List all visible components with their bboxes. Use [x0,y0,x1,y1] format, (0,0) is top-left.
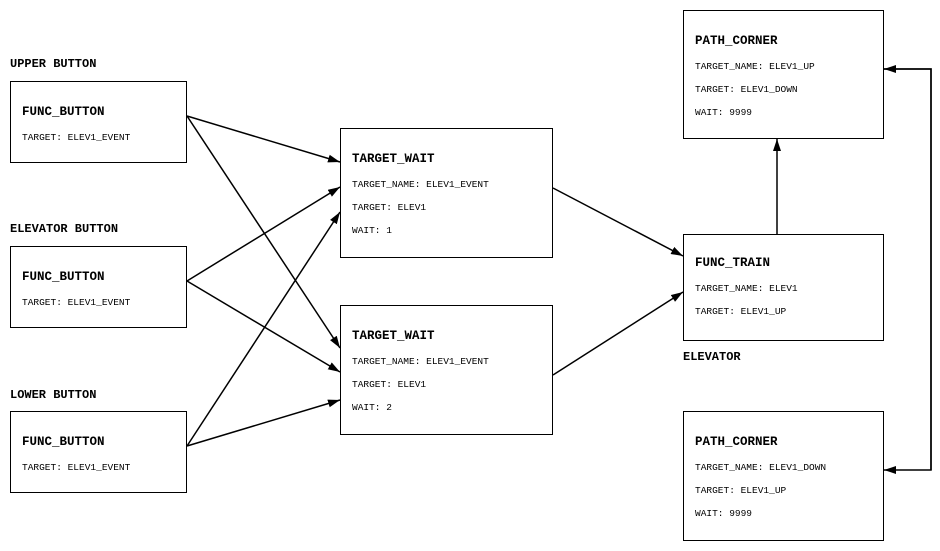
lower-func-button-node: FUNC_BUTTON TARGET: ELEV1_EVENT [10,411,187,493]
node-field: TARGET_NAME: ELEV1_EVENT [352,179,489,190]
node-field: TARGET: ELEV1_UP [695,306,787,317]
node-title: FUNC_BUTTON [22,270,105,284]
node-field: TARGET_NAME: ELEV1 [695,283,798,294]
upper-button-label: UPPER BUTTON [10,57,97,71]
edge-path_corner_up-to-path_corner_down [884,68,932,474]
edge-upper_func_button-to-target_wait_1 [186,115,341,163]
edge-elevator_func_button-to-target_wait_2 [186,280,341,373]
path-corner-up-node: PATH_CORNER TARGET_NAME: ELEV1_UP TARGET… [683,10,884,139]
node-field: WAIT: 1 [352,225,392,236]
node-title: FUNC_BUTTON [22,435,105,449]
edge-elevator_func_button-to-target_wait_1 [186,186,341,282]
edge-path_corner_down-to-path_corner_up [884,65,932,470]
node-field: TARGET: ELEV1 [352,202,427,213]
lower-button-label: LOWER BUTTON [10,388,97,402]
node-field: TARGET: ELEV1_UP [695,485,787,496]
node-title: PATH_CORNER [695,435,778,449]
target-wait-2-node: TARGET_WAIT TARGET_NAME: ELEV1_EVENT TAR… [340,305,553,435]
node-field: TARGET: ELEV1_EVENT [22,132,131,143]
elevator-func-button-node: FUNC_BUTTON TARGET: ELEV1_EVENT [10,246,187,328]
node-field: TARGET: ELEV1 [352,379,427,390]
edge-target_wait_1-to-func_train [552,187,684,257]
edge-target_wait_2-to-func_train [552,291,684,376]
upper-func-button-node: FUNC_BUTTON TARGET: ELEV1_EVENT [10,81,187,163]
node-field: TARGET_NAME: ELEV1_UP [695,61,815,72]
edge-upper_func_button-to-target_wait_2 [186,115,341,349]
node-field: TARGET_NAME: ELEV1_EVENT [352,356,489,367]
node-title: TARGET_WAIT [352,152,435,166]
edge-lower_func_button-to-target_wait_1 [186,211,341,447]
node-title: PATH_CORNER [695,34,778,48]
node-field: TARGET: ELEV1_EVENT [22,297,131,308]
edge-lower_func_button-to-target_wait_2 [186,399,341,447]
node-field: TARGET_NAME: ELEV1_DOWN [695,462,827,473]
node-field: TARGET: ELEV1_DOWN [695,84,798,95]
node-title: TARGET_WAIT [352,329,435,343]
elevator-button-label: ELEVATOR BUTTON [10,222,119,236]
node-title: FUNC_BUTTON [22,105,105,119]
node-field: TARGET: ELEV1_EVENT [22,462,131,473]
path-corner-down-node: PATH_CORNER TARGET_NAME: ELEV1_DOWN TARG… [683,411,884,541]
func-train-node: FUNC_TRAIN TARGET_NAME: ELEV1 TARGET: EL… [683,234,884,341]
node-field: WAIT: 9999 [695,508,753,519]
target-wait-1-node: TARGET_WAIT TARGET_NAME: ELEV1_EVENT TAR… [340,128,553,258]
node-field: WAIT: 2 [352,402,392,413]
node-field: WAIT: 9999 [695,107,753,118]
node-title: FUNC_TRAIN [695,256,771,270]
elevator-label: ELEVATOR [683,350,741,364]
